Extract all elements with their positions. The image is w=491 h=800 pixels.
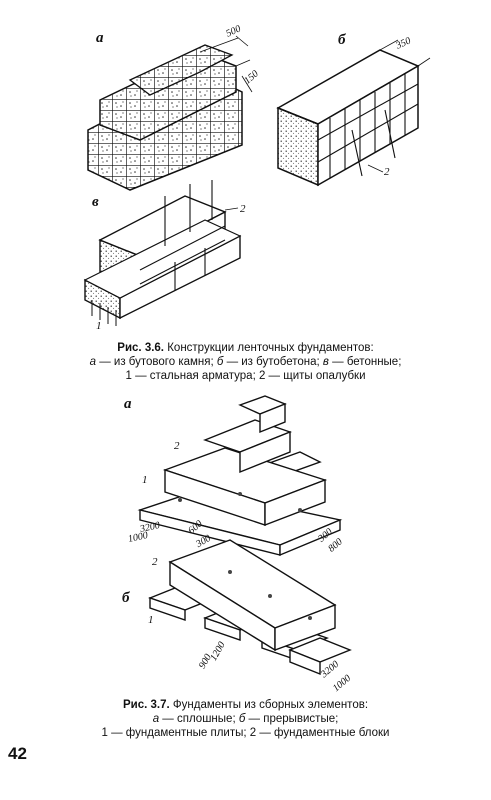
page-number: 42 [8, 744, 27, 763]
figure-number: Рис. 3.6. [117, 342, 165, 354]
caption-key-b: б [216, 356, 224, 368]
caption-line-1: Рис. 3.7. Фундаменты из сборных элементо… [20, 698, 471, 712]
fig37a-label-1: 1 [142, 474, 148, 486]
rubble-concrete-foundation-drawing [276, 39, 431, 187]
caption-text-v: — бетонные; [332, 356, 402, 368]
fig36-label-v-1: 1 [96, 320, 102, 332]
fig36-label-b-2: 2 [384, 166, 390, 178]
caption-line-3: 1 — стальная арматура; 2 — щиты опалубки [125, 370, 366, 382]
fig37-panel-b-label: б [122, 590, 130, 606]
caption-key-v: в [322, 356, 329, 368]
intermittent-precast-foundation-drawing [147, 539, 352, 676]
fig37b-label-1: 1 [148, 614, 154, 626]
caption-title: Конструкции ленточных фундаментов: [167, 342, 374, 354]
figure-3-7-caption: Рис. 3.7. Фундаменты из сборных элементо… [20, 698, 471, 740]
fig37-panel-a-label: а [124, 396, 132, 412]
figure-3-6-caption: Рис. 3.6. Конструкции ленточных фундамен… [20, 341, 471, 383]
caption-line-2: а — сплошные; б — прерывистые; [20, 712, 471, 726]
caption-line-2: а — из бутового камня; б — из бутобетона… [20, 355, 471, 369]
caption-text-b: — из бутобетона; [226, 356, 320, 368]
concrete-foundation-drawing [83, 180, 242, 326]
caption-line-1: Рис. 3.6. Конструкции ленточных фундамен… [20, 341, 471, 355]
caption-line-3: 1 — фундаментные плиты; 2 — фундаментные… [101, 727, 390, 739]
fig36-panel-v-label: в [92, 194, 99, 210]
caption-text-a: — сплошные; [162, 713, 236, 725]
caption-key-a: а [152, 713, 160, 725]
continuous-precast-foundation-drawing [137, 395, 343, 557]
fig36-label-v-2: 2 [240, 203, 246, 215]
fig36-panel-b-label: б [338, 32, 346, 48]
fig36-panel-a-label: а [96, 30, 104, 46]
fig37a-label-2: 2 [174, 440, 180, 452]
caption-text-b: — прерывистые; [248, 713, 339, 725]
rubble-stone-foundation-drawing [87, 35, 253, 191]
caption-key-a: а [89, 356, 96, 368]
caption-text-a: — из бутового камня; [99, 356, 214, 368]
caption-title: Фундаменты из сборных элементов: [172, 699, 369, 711]
figure-number: Рис. 3.7. [122, 699, 170, 711]
fig37b-label-2: 2 [152, 556, 158, 568]
caption-key-b: б [238, 713, 246, 725]
